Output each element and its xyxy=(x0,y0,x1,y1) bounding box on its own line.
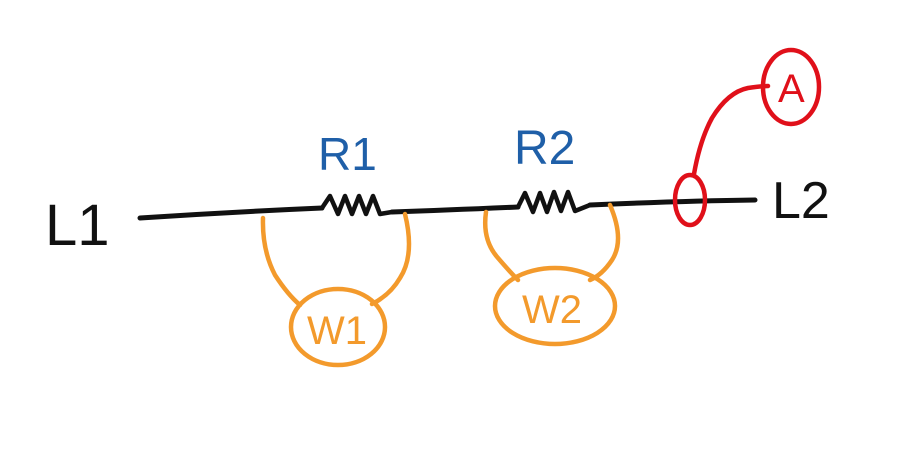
ammeter-lead xyxy=(691,83,771,177)
wattmeter-w1-icon xyxy=(288,286,388,368)
resistor-r2-icon xyxy=(515,189,593,215)
ammeter-label: A xyxy=(778,67,805,111)
wattmeter-w2-label: W2 xyxy=(522,288,582,332)
terminal-left-label: L1 xyxy=(45,193,110,258)
resistor-r1-icon xyxy=(319,193,395,217)
main-wire xyxy=(137,197,758,221)
terminal-right-label: L2 xyxy=(772,172,830,230)
wattmeter-w2-lead-right xyxy=(587,202,621,283)
wattmeter-w1-label: W1 xyxy=(307,309,367,353)
wattmeter-w1-lead-right xyxy=(369,211,412,307)
resistor-r1-label: R1 xyxy=(318,128,377,180)
wattmeter-w1-lead-left xyxy=(260,215,303,308)
wattmeter-w2-icon xyxy=(492,265,618,347)
wattmeter-w2-lead-left xyxy=(483,209,521,283)
resistor-r2-label: R2 xyxy=(514,122,575,175)
ammeter-clamp-icon xyxy=(672,172,708,228)
ammeter-icon xyxy=(760,47,822,127)
